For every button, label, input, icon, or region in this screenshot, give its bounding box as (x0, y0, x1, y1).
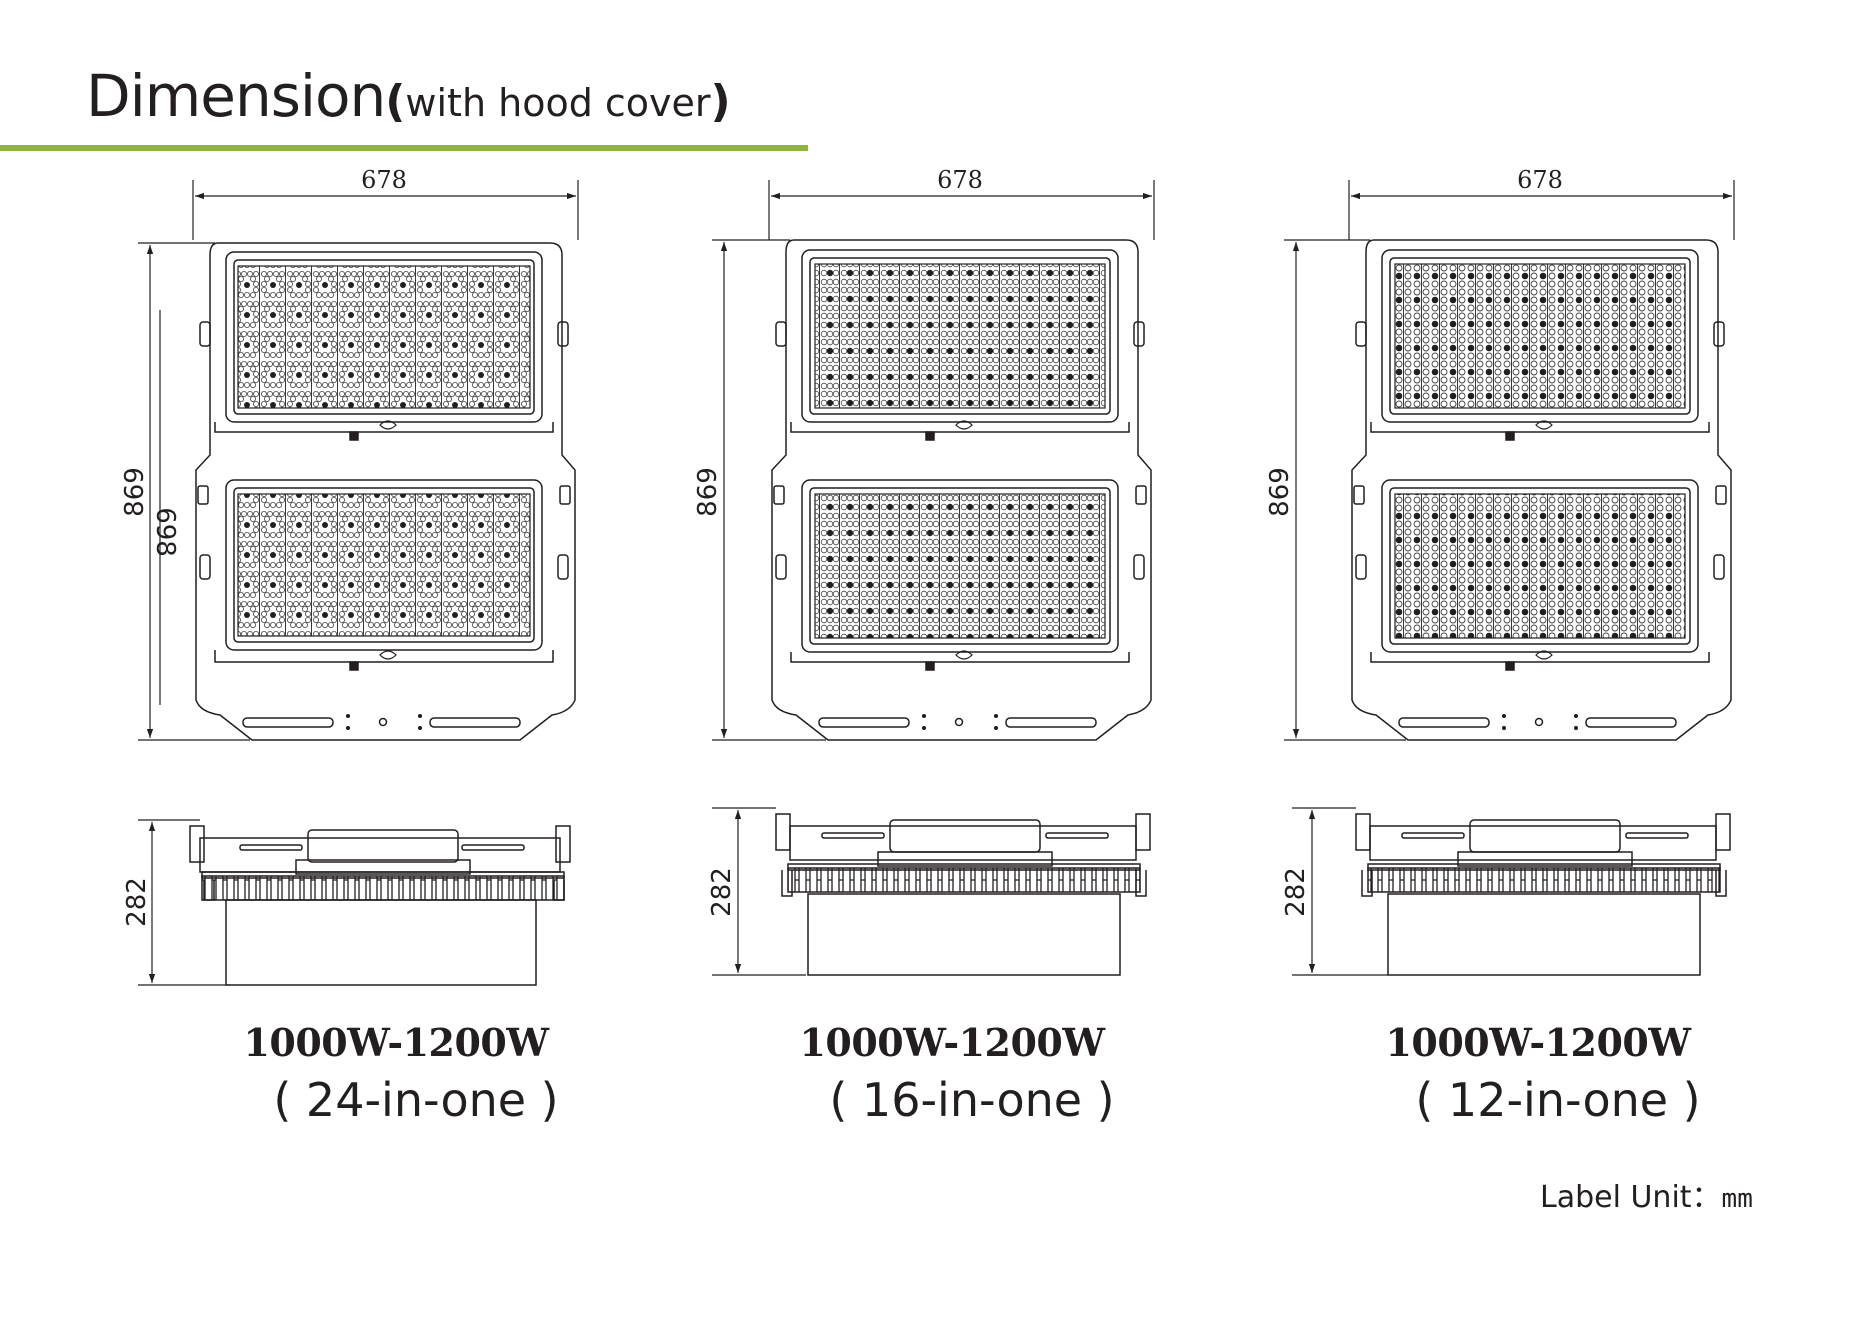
side-view-c (1355, 813, 1731, 976)
page-title: Dimension(with hood cover) (86, 62, 731, 130)
front-view-b (771, 239, 1152, 741)
width-label-b: 678 (937, 166, 983, 194)
unit-note: Label Unit：mm (1540, 1172, 1753, 1216)
depth-label-c: 282 (1281, 867, 1311, 917)
front-view-c (1351, 239, 1732, 741)
config-b: ( 16-in-one ) (829, 1073, 1115, 1127)
height-label-a: 869 (120, 467, 150, 517)
unit-value: mm (1721, 1184, 1753, 1214)
title-main: Dimension (86, 62, 386, 130)
title-sub: with hood cover (405, 81, 711, 125)
caption-a: 1000W-1200W ( 24-in-one ) (186, 1020, 606, 1127)
wattage-b: 1000W-1200W (799, 1020, 1105, 1065)
wattage-a: 1000W-1200W (243, 1020, 549, 1065)
caption-b: 1000W-1200W ( 16-in-one ) (742, 1020, 1162, 1127)
unit-label: Label Unit： (1540, 1180, 1722, 1215)
width-label-a: 678 (361, 166, 407, 194)
wattage-c: 1000W-1200W (1385, 1020, 1691, 1065)
depth-label-b: 282 (707, 867, 737, 917)
dimension-lines-c (1284, 180, 1735, 976)
inner-height-label-a: 698 (150, 507, 180, 557)
config-c: ( 12-in-one ) (1415, 1073, 1701, 1127)
caption-c: 1000W-1200W ( 12-in-one ) (1328, 1020, 1748, 1127)
depth-label-a: 282 (122, 877, 152, 927)
side-view-b (775, 813, 1151, 976)
dimension-lines-a (138, 180, 579, 986)
title-paren-close: ) (710, 76, 731, 127)
config-a: ( 24-in-one ) (273, 1073, 559, 1127)
dimension-lines-b (712, 180, 1155, 976)
side-view-a (189, 825, 571, 986)
title-underline (0, 145, 808, 151)
front-view-a (195, 242, 576, 741)
title-paren-open: ( (385, 76, 406, 127)
height-label-c: 869 (1265, 467, 1295, 517)
height-label-b: 869 (693, 467, 723, 517)
width-label-c: 678 (1517, 166, 1563, 194)
